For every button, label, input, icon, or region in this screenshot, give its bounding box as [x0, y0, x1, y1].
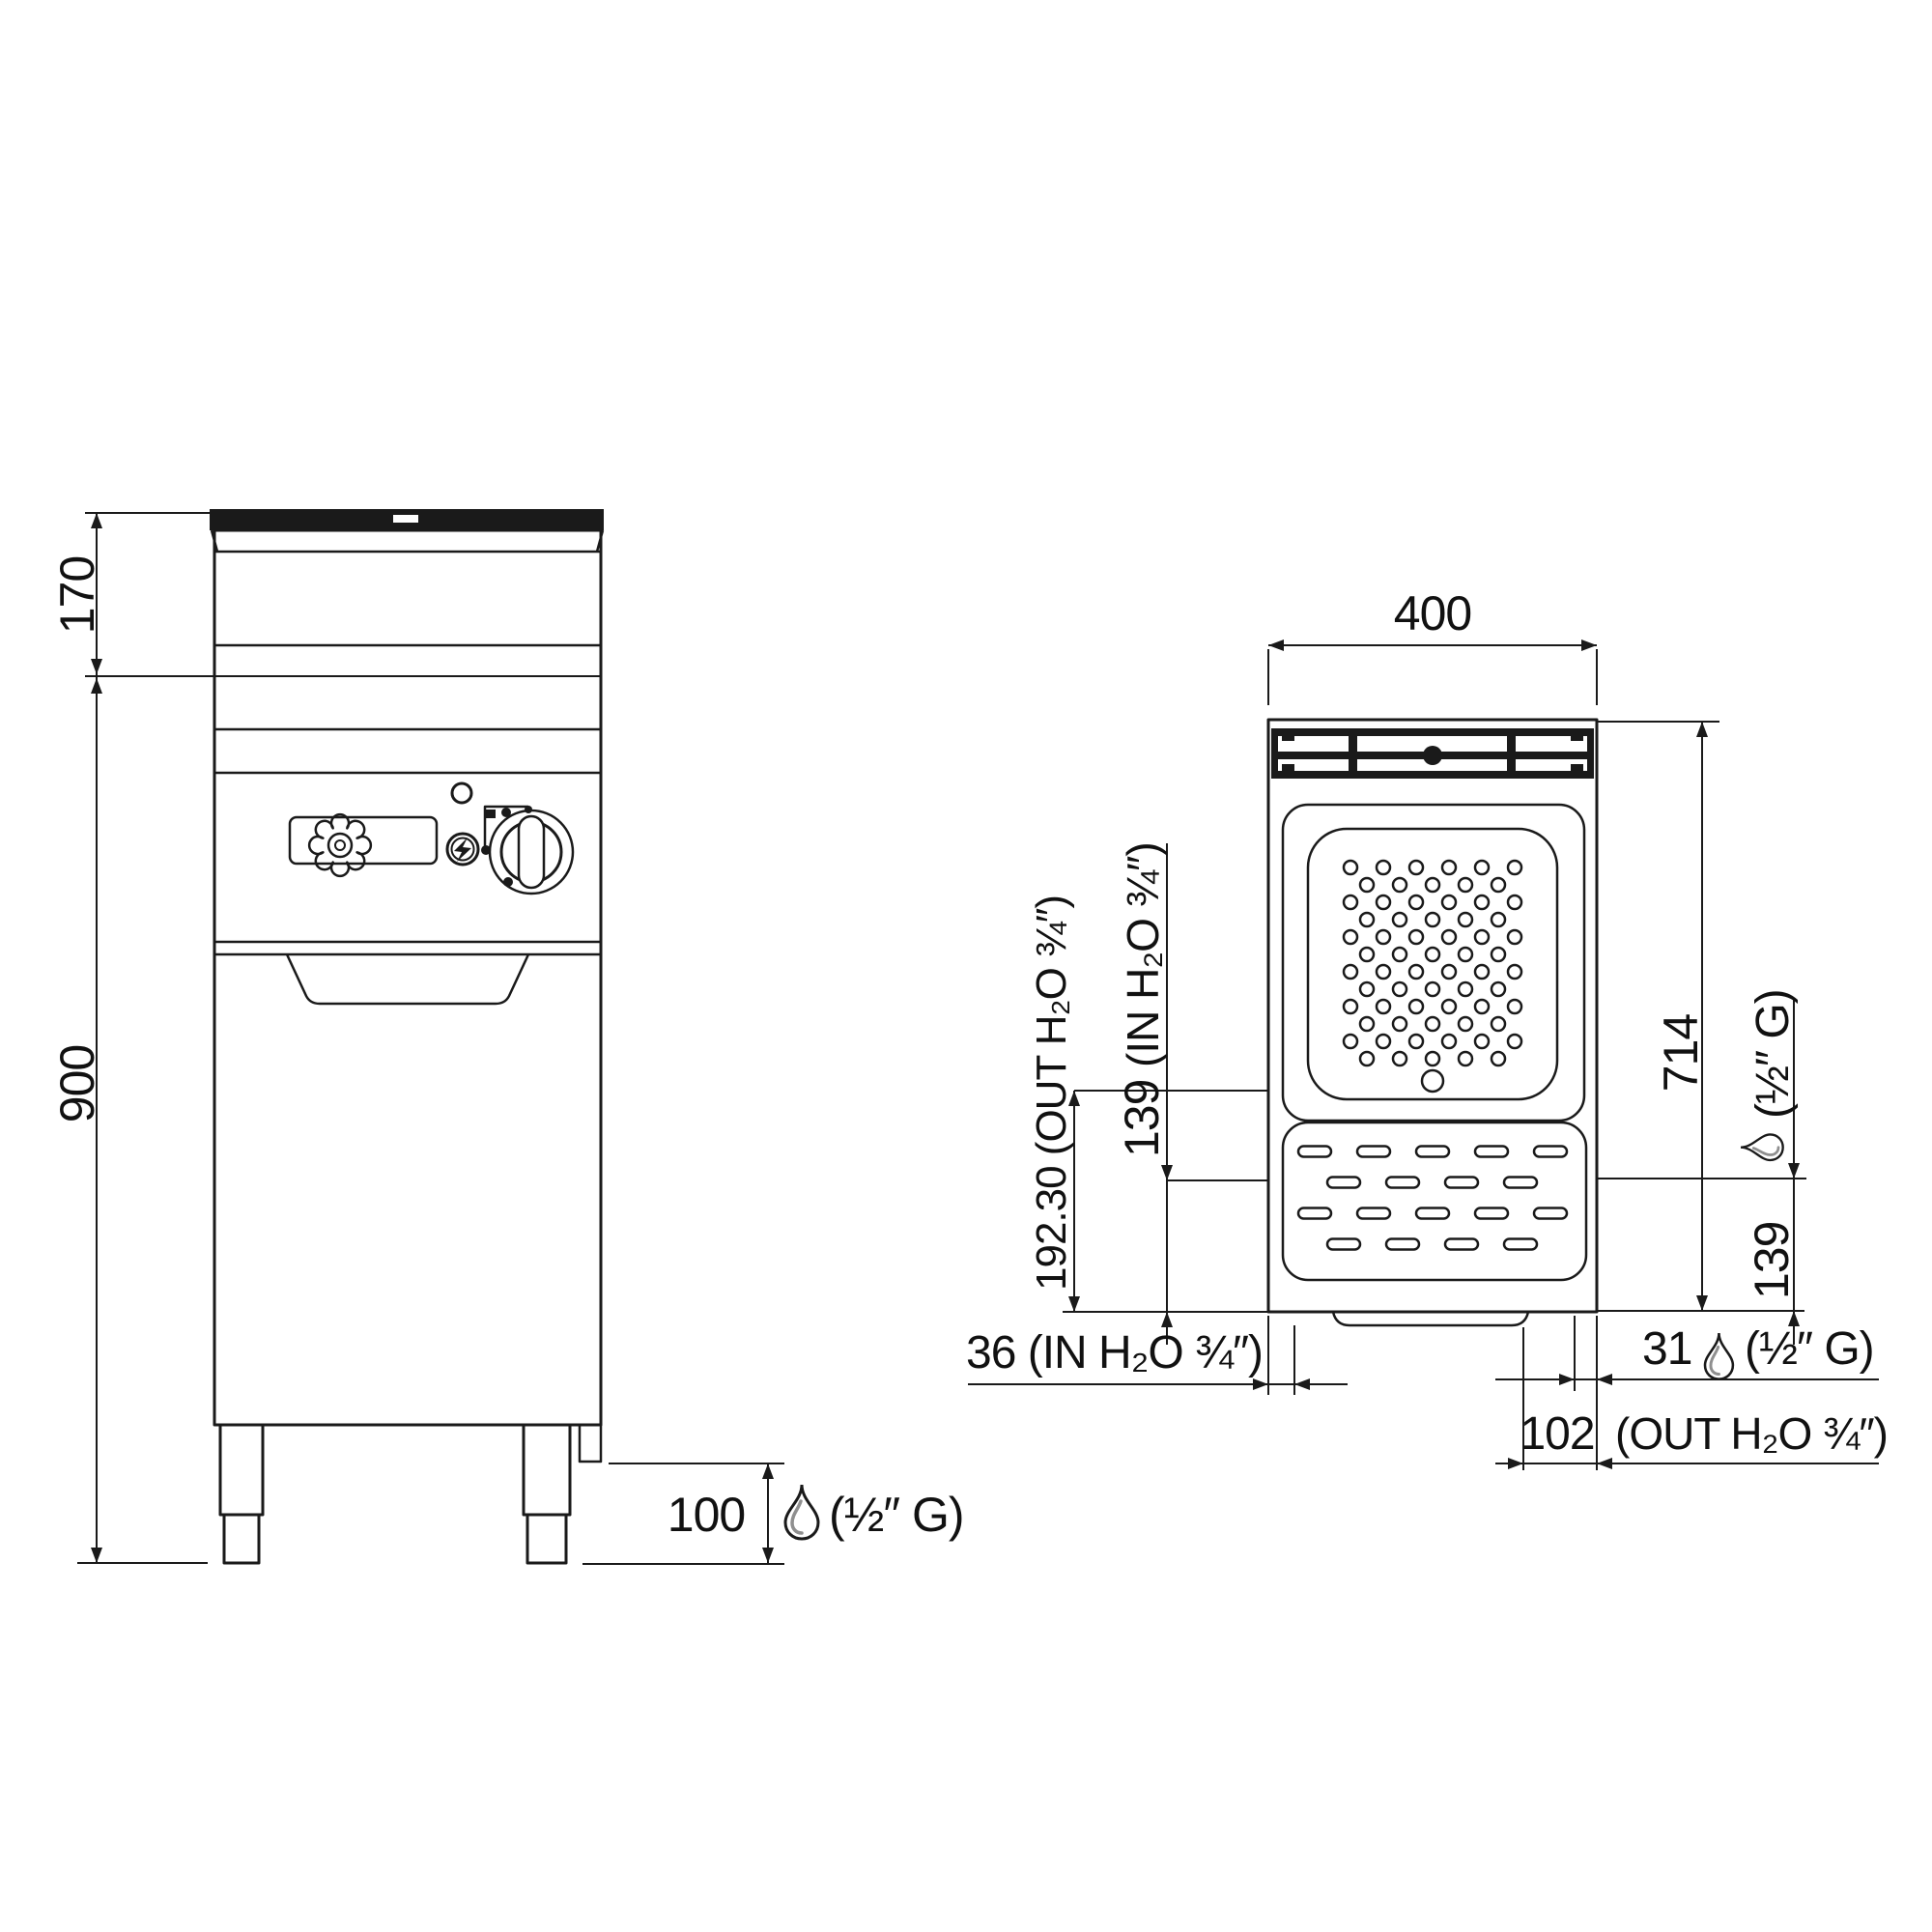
front-height-dimensions: 170 900: [50, 512, 601, 1564]
tank-perforations: [1342, 859, 1523, 1067]
dim-100-label: 100: [668, 1488, 745, 1542]
dim-170-label: 170: [50, 556, 104, 634]
front-gas-dimension: 100 (½″ G): [582, 1463, 964, 1565]
tank-module: [1281, 803, 1586, 1122]
dim-102-label: 102: [1520, 1408, 1594, 1460]
bottom-out-water-dimension: 102 (OUT H₂O ¾″): [1495, 1327, 1889, 1470]
slot-vents: [1296, 1145, 1569, 1251]
front-edge-recess: [1331, 1311, 1530, 1327]
top-back-rail: [1271, 728, 1594, 779]
door-handle-recess: [285, 953, 530, 1006]
off-mark: [525, 806, 532, 813]
top-water-dimensions-left: 192.30 (OUT H₂O ¾″) (IN H₂O ¾″) 139: [1028, 842, 1268, 1345]
dim-139-right-label: 139: [1745, 1222, 1799, 1299]
flame-low-mark: [503, 877, 513, 887]
lightning-bolt-icon: [454, 838, 471, 862]
front-legs: [218, 1423, 572, 1565]
flame-high-mark: [486, 810, 496, 818]
piezo-igniter-button: [445, 832, 480, 867]
gas-size-label-bottom: (½″ G): [1745, 1323, 1874, 1375]
top-gas-dimension-right: (½″ G) 139: [1597, 989, 1806, 1345]
dim-139-left-label: 139: [1115, 1080, 1169, 1157]
front-body-grooves: [214, 550, 601, 956]
out-water-label-bottom: (OUT H₂O ¾″): [1615, 1408, 1888, 1459]
tank-inner-well: [1306, 827, 1559, 1101]
top-body: [1266, 718, 1599, 1314]
dim-900-label: 900: [50, 1045, 104, 1122]
dim-31-label: 31: [1642, 1323, 1691, 1375]
dim-400-label: 400: [1394, 586, 1471, 640]
slot-module: [1281, 1121, 1588, 1282]
gas-flame-icon: [1740, 1133, 1784, 1162]
top-depth-dimension: 714: [1597, 721, 1719, 1311]
indicator-lamp: [450, 781, 473, 805]
out-water-label-left: 192.30 (OUT H₂O ¾″): [1028, 895, 1075, 1291]
rail-bolt: [1423, 746, 1442, 765]
bottom-gas-dimension: 31 (½″ G): [1495, 1316, 1879, 1470]
tank-drain-hole: [1420, 1068, 1445, 1094]
drain-valve-knob: [307, 812, 373, 878]
dim-36-in-water-label: 36 (IN H₂O ¾″): [966, 1327, 1263, 1378]
gas-flame-icon: [1703, 1332, 1735, 1380]
gas-inlet-pipe: [578, 1423, 603, 1463]
control-panel: [288, 781, 575, 895]
top-view: 400 714 (½″ G) 139: [966, 586, 1889, 1470]
flame-mark: [501, 808, 511, 817]
front-body: [213, 528, 603, 1427]
in-water-label-left: (IN H₂O ¾″): [1118, 842, 1168, 1067]
front-view: 170 900 100 (½″ G): [50, 509, 964, 1565]
gas-size-label-right: (½″ G): [1747, 989, 1799, 1119]
flame-mark: [481, 845, 491, 855]
front-top-rail-mark: [393, 515, 418, 523]
bottom-in-water-dimension: 36 (IN H₂O ¾″): [966, 1316, 1348, 1395]
gas-flame-icon: [783, 1484, 820, 1541]
top-width-dimension: 400: [1267, 586, 1598, 705]
gas-size-label-front: (½″ G): [829, 1488, 963, 1542]
knob-scale-bracket: [483, 805, 528, 850]
gas-control-knob: [481, 805, 575, 895]
dim-714-label: 714: [1654, 1014, 1708, 1093]
